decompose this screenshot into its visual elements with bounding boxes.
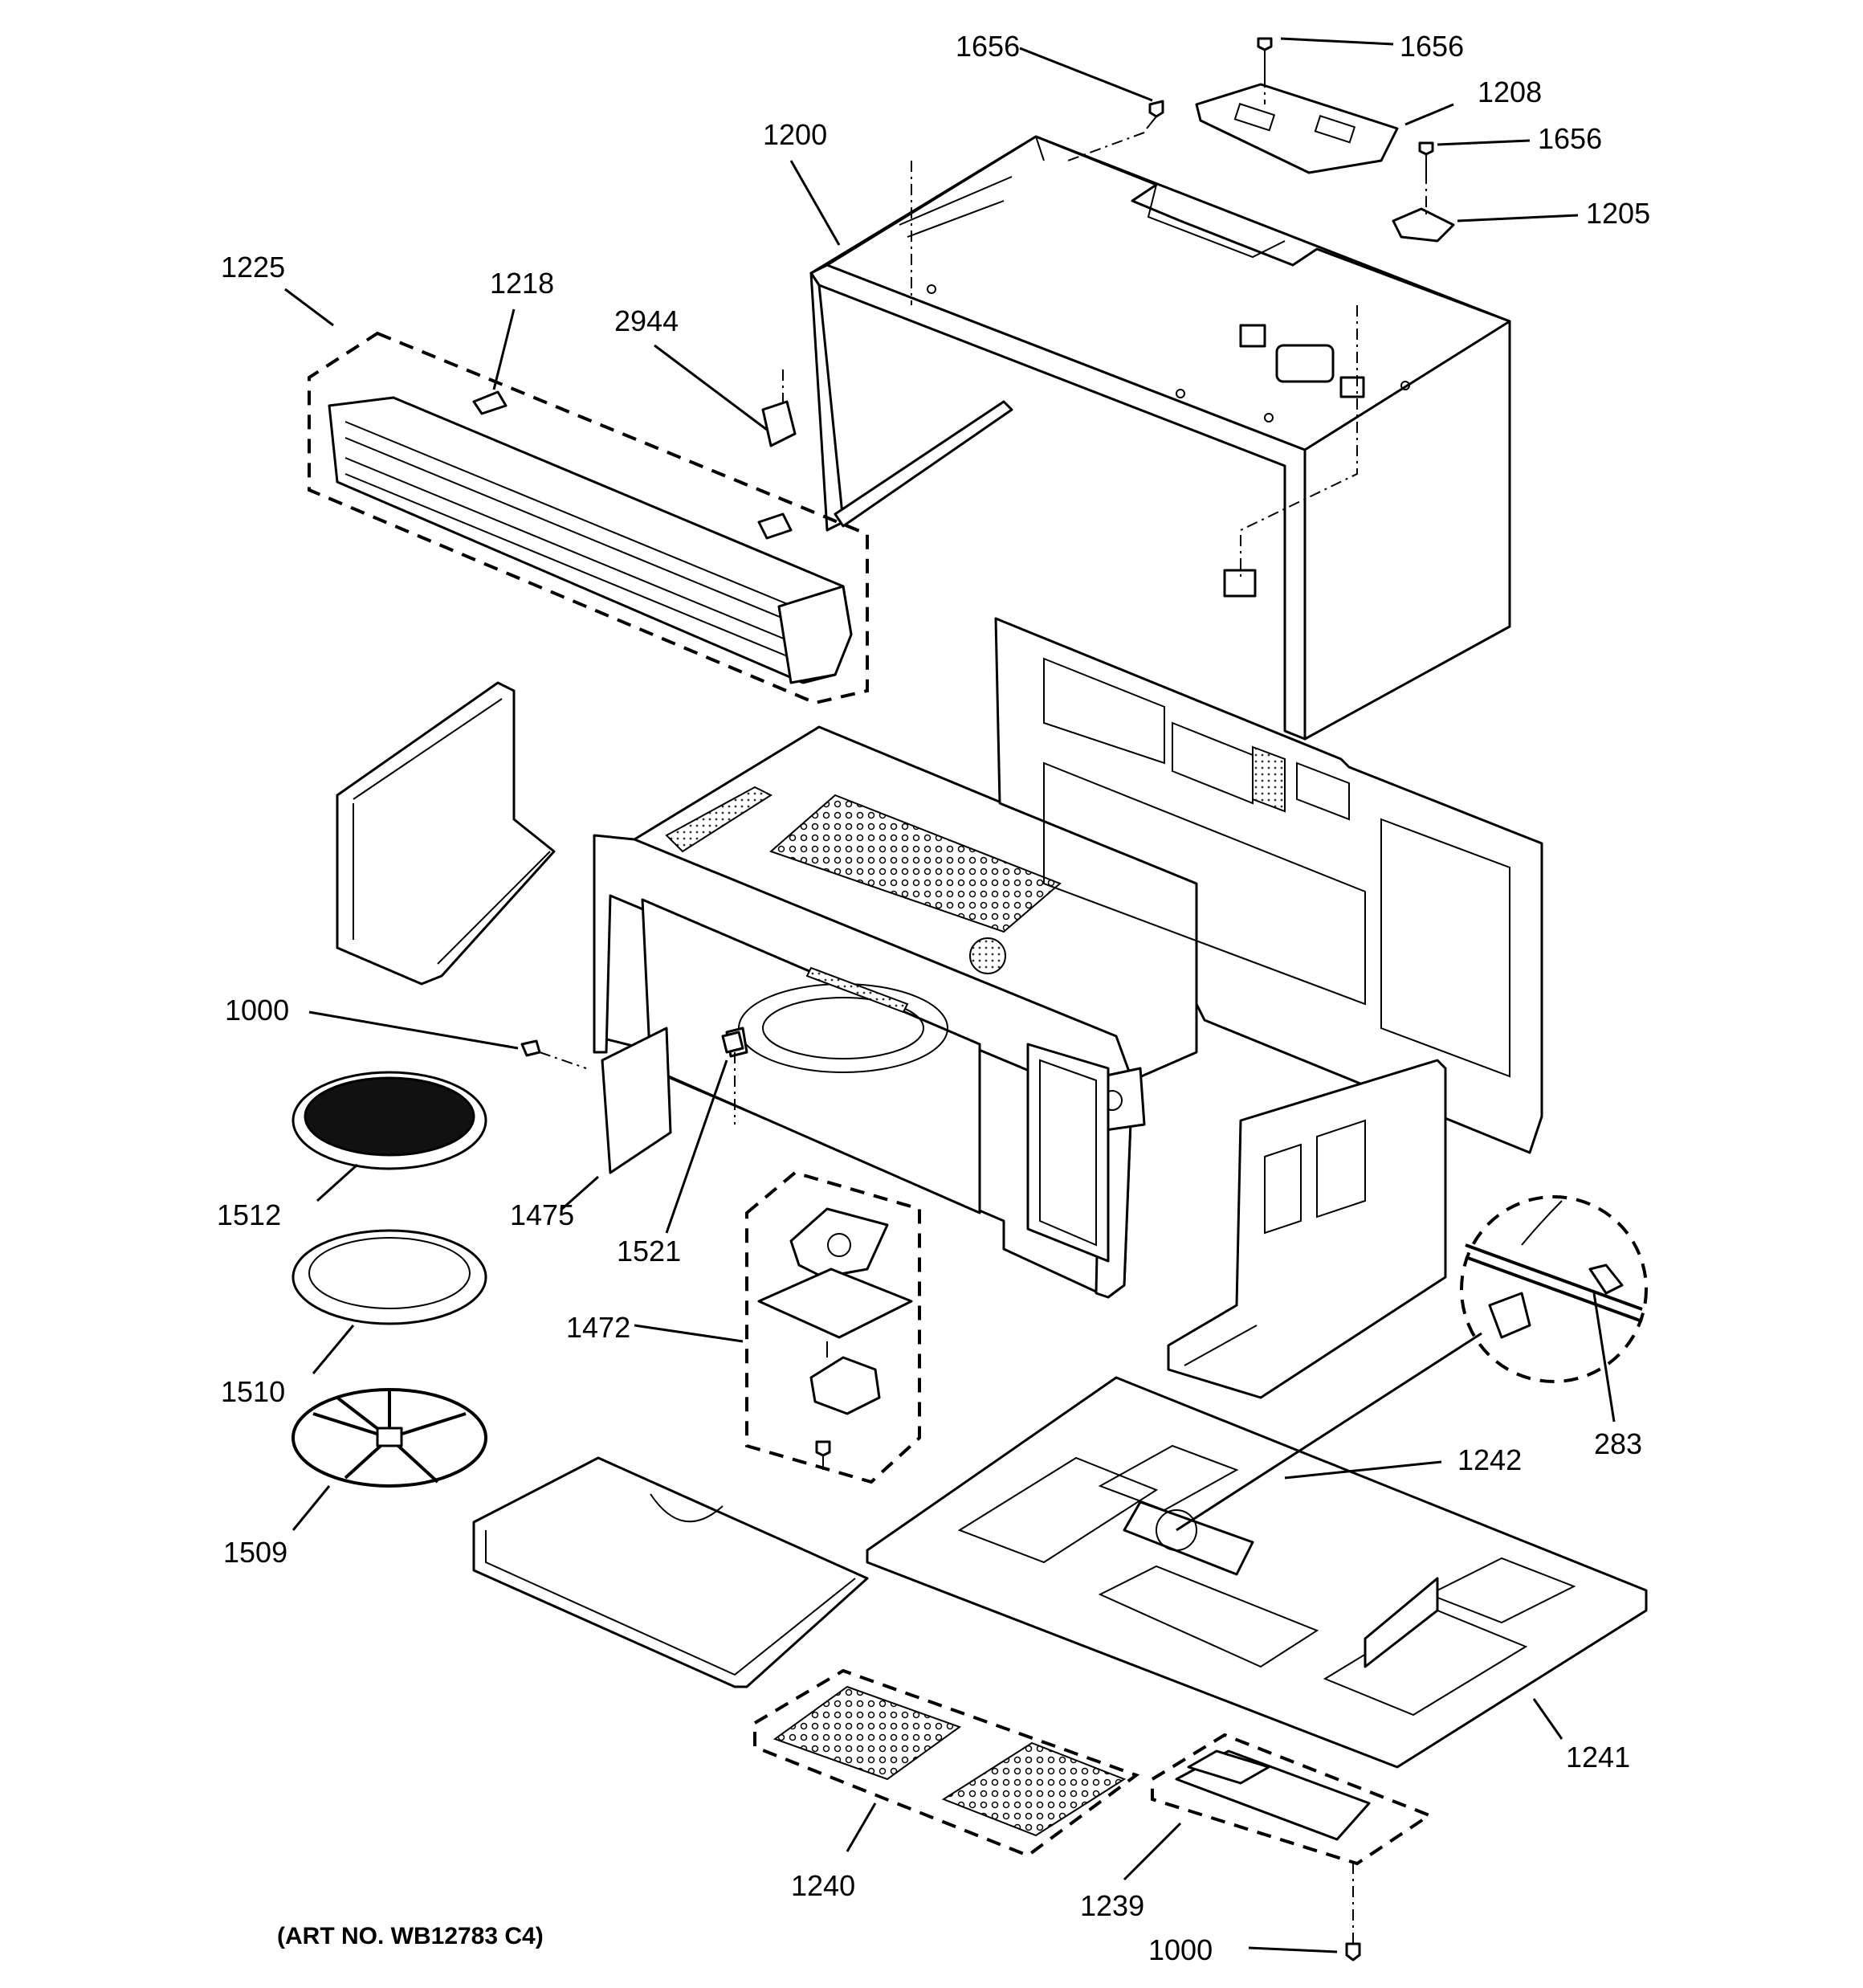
motor-group-outline xyxy=(745,1170,921,1484)
cooking-tray-1512 xyxy=(291,1071,487,1170)
label-1000-upper: 1000 xyxy=(225,994,289,1027)
grille-group-outline xyxy=(308,331,869,705)
label-1239: 1239 xyxy=(1080,1889,1144,1922)
label-1240: 1240 xyxy=(791,1869,855,1902)
label-1521: 1521 xyxy=(617,1235,681,1268)
label-1205: 1205 xyxy=(1586,197,1650,230)
rear-panel xyxy=(994,617,1543,1154)
label-1472: 1472 xyxy=(566,1311,630,1344)
label-1200: 1200 xyxy=(763,118,827,151)
thermistor-detail xyxy=(1465,1200,1643,1339)
oven-cavity xyxy=(593,725,1198,1299)
callout-leaders xyxy=(284,37,1616,1953)
label-1656-top: 1656 xyxy=(1400,30,1464,63)
charcoal-filter-group-outline xyxy=(1151,1733,1433,1866)
label-1241: 1241 xyxy=(1566,1741,1630,1774)
label-1512: 1512 xyxy=(217,1198,281,1231)
screw-1000-lower xyxy=(1345,1942,1361,1961)
charcoal-filter xyxy=(1175,1749,1371,1841)
label-283: 283 xyxy=(1594,1427,1642,1460)
outer-case xyxy=(761,135,1511,741)
side-channel xyxy=(1167,1059,1447,1399)
label-1510: 1510 xyxy=(221,1375,285,1408)
label-1475: 1475 xyxy=(510,1198,574,1231)
label-1000-lower: 1000 xyxy=(1148,1933,1213,1966)
label-1656-right: 1656 xyxy=(1538,122,1602,155)
stirrer-motor-assembly xyxy=(757,1207,913,1470)
screw-1000-upper xyxy=(520,1039,541,1057)
bottom-shield-plate xyxy=(472,1456,869,1688)
grease-filters xyxy=(773,1685,1127,1837)
label-1218: 1218 xyxy=(490,267,554,300)
label-1656-left: 1656 xyxy=(956,30,1020,63)
base-plate xyxy=(866,1376,1648,1769)
label-1225: 1225 xyxy=(221,251,285,284)
thermistor-detail-outline xyxy=(1460,1195,1648,1383)
drive-coupler xyxy=(721,1031,744,1054)
waveguide-cover xyxy=(601,1027,672,1174)
art-number: (ART NO. WB12783 C4) xyxy=(277,1923,544,1949)
label-1208: 1208 xyxy=(1478,76,1542,108)
label-1509: 1509 xyxy=(223,1536,287,1569)
roller-ring-1509 xyxy=(291,1388,487,1488)
turntable-1510 xyxy=(291,1229,487,1325)
top-plate-assembly xyxy=(1067,37,1455,243)
vent-grille xyxy=(328,390,853,684)
label-1242: 1242 xyxy=(1457,1443,1522,1476)
label-2944: 2944 xyxy=(614,304,679,337)
left-baffle xyxy=(336,681,556,986)
grease-filter-group-outline xyxy=(753,1668,1140,1858)
